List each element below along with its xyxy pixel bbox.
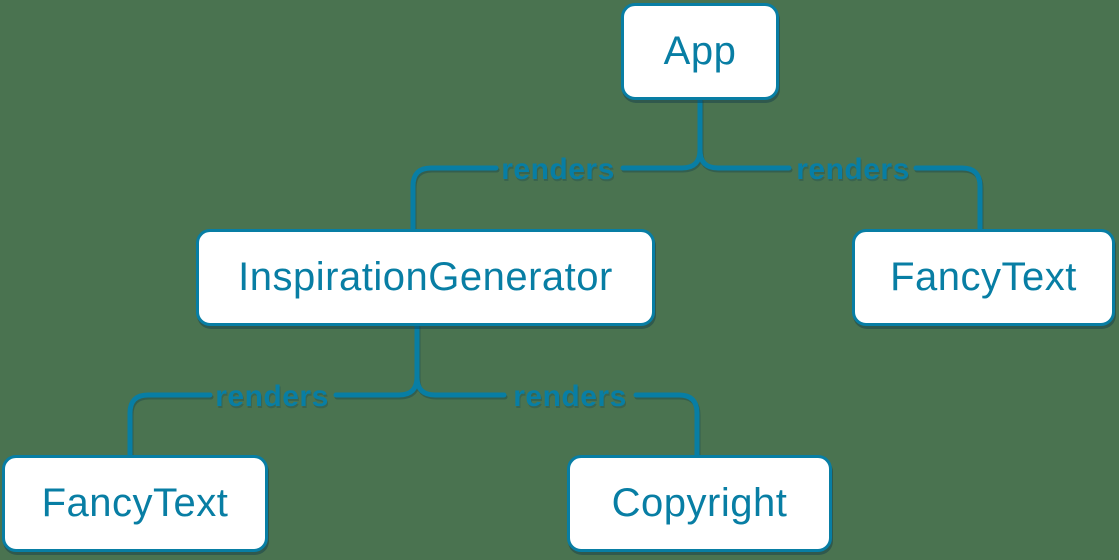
edge-label-app-fancytext: renders [796,153,910,186]
edge-inspirationgenerator-fancytext-a [333,323,420,398]
edge-label-inspirationgenerator-copyright: renders [513,380,627,413]
edge-app-inspirationgenerator-a [620,97,703,171]
edge-app-fancytext-a [697,97,792,171]
node-inspiration-generator: InspirationGenerator [196,229,655,326]
edge-label-inspirationgenerator-fancytext: renders [215,380,329,413]
node-app-label: App [663,29,737,73]
node-fancy-text-bottom-left: FancyText [2,455,268,552]
edge-inspirationgenerator-copyright-b [633,392,700,458]
edge-inspirationgenerator-copyright-a [414,323,507,398]
edge-inspirationgenerator-fancytext-b [127,392,213,458]
node-copyright: Copyright [567,455,832,552]
node-fancy-text-bottom-left-label: FancyText [41,481,229,525]
node-fancy-text-top-right-label: FancyText [890,255,1077,299]
edge-app-fancytext-b [913,165,983,232]
node-copyright-label: Copyright [611,481,788,525]
edge-app-inspirationgenerator-b [410,165,499,232]
node-app: App [621,3,779,100]
node-inspiration-generator-label: InspirationGenerator [238,255,613,299]
edge-label-app-inspirationgenerator: renders [501,153,615,186]
node-fancy-text-top-right: FancyText [852,229,1115,326]
